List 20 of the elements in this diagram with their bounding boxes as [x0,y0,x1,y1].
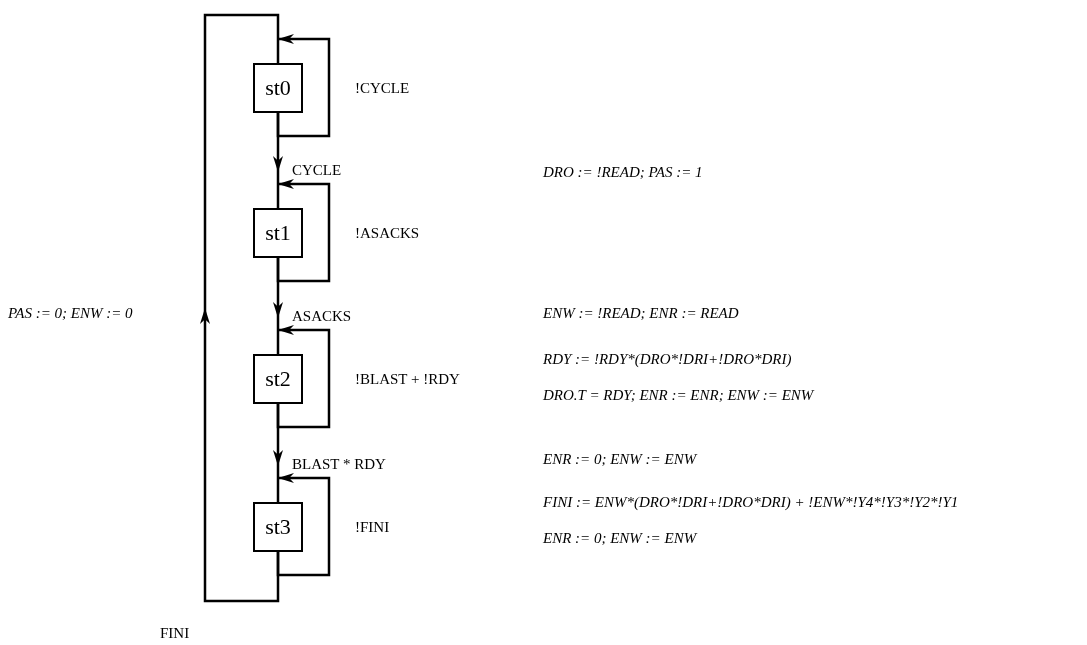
action-text: RDY := !RDY*(DRO*!DRI+!DRO*DRI) [543,351,792,368]
action-text: ENW := !READ; ENR := READ [543,305,739,322]
state-box: st2 [253,354,303,404]
self-loop-arrow [276,179,331,283]
self-loop-arrow [276,325,331,429]
transition-arrow [273,113,283,208]
self-loop-arrow [276,473,331,577]
action-text: PAS := 0; ENW := 0 [8,305,133,322]
action-text: DRO := !READ; PAS := 1 [543,164,703,181]
action-text: ENR := 0; ENW := ENW [543,530,697,547]
self-loop-arrow [276,34,331,138]
transition-arrow [200,13,280,603]
action-text: ENR := 0; ENW := ENW [543,451,697,468]
state-box: st1 [253,208,303,258]
state-box: st0 [253,63,303,113]
transition-arrow [273,258,283,354]
state-box: st3 [253,502,303,552]
action-text: FINI := ENW*(DRO*!DRI+!DRO*DRI) + !ENW*!Y4*!Y3*!Y2*!Y1 [543,494,959,511]
transition-arrow [273,404,283,502]
action-text: DRO.T = RDY; ENR := ENR; ENW := ENW [543,387,814,404]
